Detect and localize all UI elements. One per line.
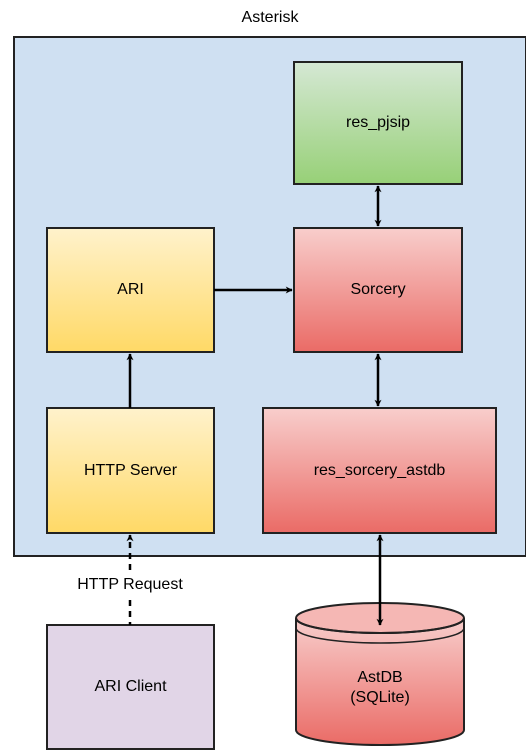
http-server-box [46, 407, 215, 534]
res-pjsip-box [293, 61, 463, 185]
res-sorcery-astdb-box [262, 407, 497, 534]
ari-client-box [46, 624, 215, 750]
sorcery-box [293, 227, 463, 353]
ari-box [46, 227, 215, 353]
